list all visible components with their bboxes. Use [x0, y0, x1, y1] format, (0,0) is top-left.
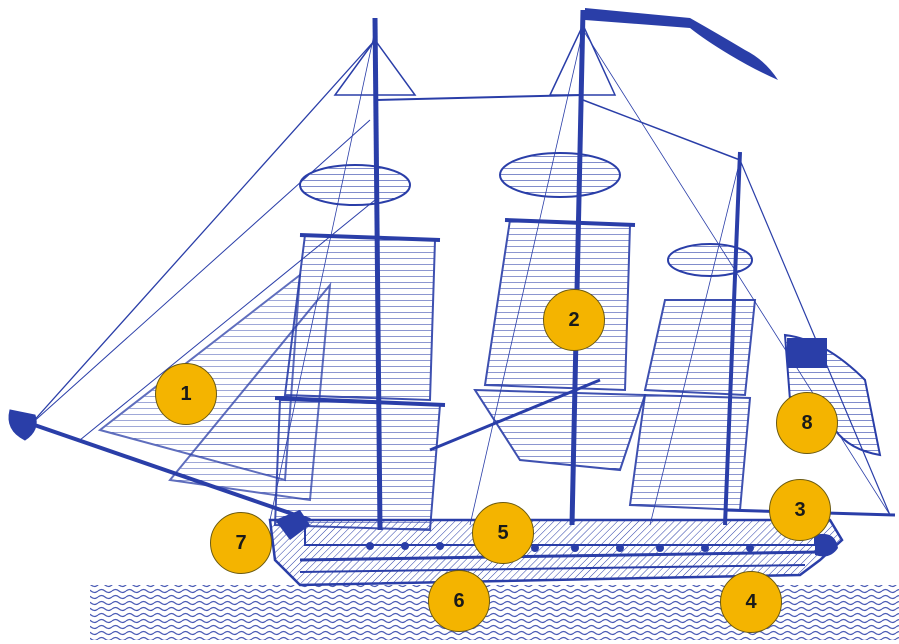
- label-4: 4: [720, 571, 782, 633]
- mizzenmast: [630, 152, 755, 525]
- label-1: 1: [155, 363, 217, 425]
- label-2: 2: [543, 289, 605, 351]
- foremast: [275, 18, 445, 530]
- label-7: 7: [210, 512, 272, 574]
- label-6: 6: [428, 570, 490, 632]
- label-5: 5: [472, 502, 534, 564]
- label-3: 3: [769, 479, 831, 541]
- label-8: 8: [776, 392, 838, 454]
